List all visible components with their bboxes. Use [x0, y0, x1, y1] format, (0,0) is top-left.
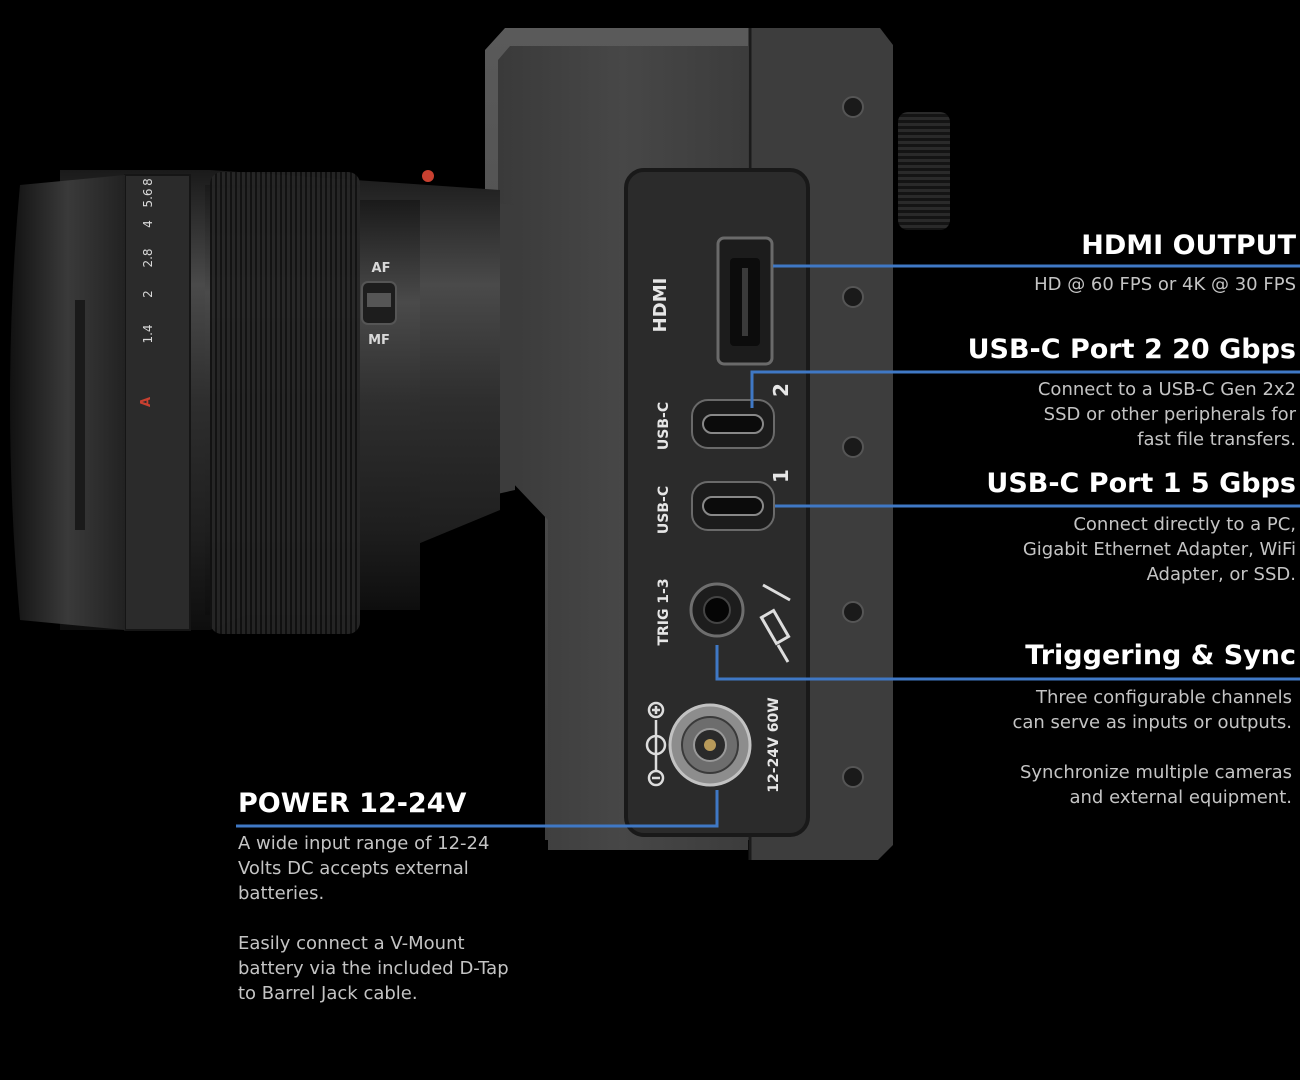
usb-c-port-1-callout-description: Connect directly to a PC, Gigabit Ethern…: [1023, 512, 1296, 587]
trigger-jack: [689, 582, 745, 638]
lens-front: [10, 175, 125, 630]
af-label: AF: [372, 261, 391, 276]
power-callout-description: A wide input range of 12-24 Volts DC acc…: [238, 831, 509, 1006]
aperture-mark: A: [139, 397, 154, 407]
hdmi-port: [716, 236, 774, 366]
usb-c-port-2-leader-line: [750, 370, 1300, 408]
description-line: fast file transfers.: [1137, 429, 1296, 450]
description-line: A wide input range of 12-24: [238, 833, 490, 854]
description-line: to Barrel Jack cable.: [238, 983, 418, 1004]
usb-c-port-2-callout-description: Connect to a USB-C Gen 2x2 SSD or other …: [1038, 377, 1296, 452]
usb-c-port-1: [691, 481, 775, 531]
description-line: Synchronize multiple cameras: [1019, 762, 1292, 783]
hdmi-callout-title: HDMI OUTPUT: [1081, 230, 1296, 261]
aperture-scale: 8 5.6 4 2.8 2 1.4: [141, 178, 155, 343]
power-leader-line: [236, 790, 719, 828]
aperture-value: 2.8: [141, 248, 155, 267]
trigger-cable-icon: [759, 583, 791, 663]
lens: [10, 170, 500, 634]
usb-c-port-2: [691, 399, 775, 449]
trigger-label: TRIG 1-3: [656, 578, 672, 645]
description-line: Adapter, or SSD.: [1146, 564, 1296, 585]
port-2-number: 2: [769, 383, 793, 397]
description-line: HD @ 60 FPS or 4K @ 30 FPS: [1034, 274, 1296, 295]
description-line: Volts DC accepts external: [238, 858, 469, 879]
port-1-number: 1: [769, 469, 793, 483]
hdmi-logo-text: HDMI: [650, 278, 671, 333]
usb-c-2-label: USB-C: [656, 402, 672, 450]
usb-c-1-label: USB-C: [656, 486, 672, 534]
triggering-callout-description: Three configurable channels can serve as…: [1013, 685, 1293, 810]
description-line: batteries.: [238, 883, 325, 904]
aperture-value: 8: [141, 178, 155, 186]
hdmi-callout-description: HD @ 60 FPS or 4K @ 30 FPS: [1034, 272, 1296, 297]
power-connector: [668, 703, 752, 787]
aperture-value: 1.4: [141, 324, 155, 343]
triggering-leader-line: [715, 645, 1300, 681]
screw-holes: [842, 96, 864, 788]
polarity-icon: [645, 701, 667, 787]
aperture-value: 2: [141, 290, 155, 298]
description-line: can serve as inputs or outputs.: [1012, 712, 1293, 733]
description-line: Easily connect a V-Mount: [238, 933, 465, 954]
description-line: Gigabit Ethernet Adapter, WiFi: [1022, 539, 1296, 560]
description-line: and external equipment.: [1069, 787, 1292, 808]
usb-c-port-1-callout-title: USB-C Port 1 5 Gbps: [986, 468, 1296, 499]
mount-index-dot: [422, 170, 434, 182]
power-callout-title: POWER 12-24V: [238, 788, 467, 819]
mf-label: MF: [368, 333, 390, 348]
description-line: Connect to a USB-C Gen 2x2: [1037, 379, 1296, 400]
description-line: battery via the included D-Tap: [238, 958, 509, 979]
control-knob: [898, 112, 950, 230]
aperture-value: 5.6: [141, 188, 155, 207]
triggering-callout-title: Triggering & Sync: [1025, 640, 1296, 671]
description-line: Connect directly to a PC,: [1073, 514, 1296, 535]
description-line: SSD or other peripherals for: [1043, 404, 1296, 425]
power-rating-label: 12-24V 60W: [766, 697, 782, 792]
aperture-value: 4: [141, 220, 155, 228]
usb-c-port-2-callout-title: USB-C Port 2 20 Gbps: [967, 334, 1296, 365]
focus-ring: [210, 172, 360, 634]
description-line: Three configurable channels: [1035, 687, 1292, 708]
aperture-ring: [124, 174, 191, 631]
